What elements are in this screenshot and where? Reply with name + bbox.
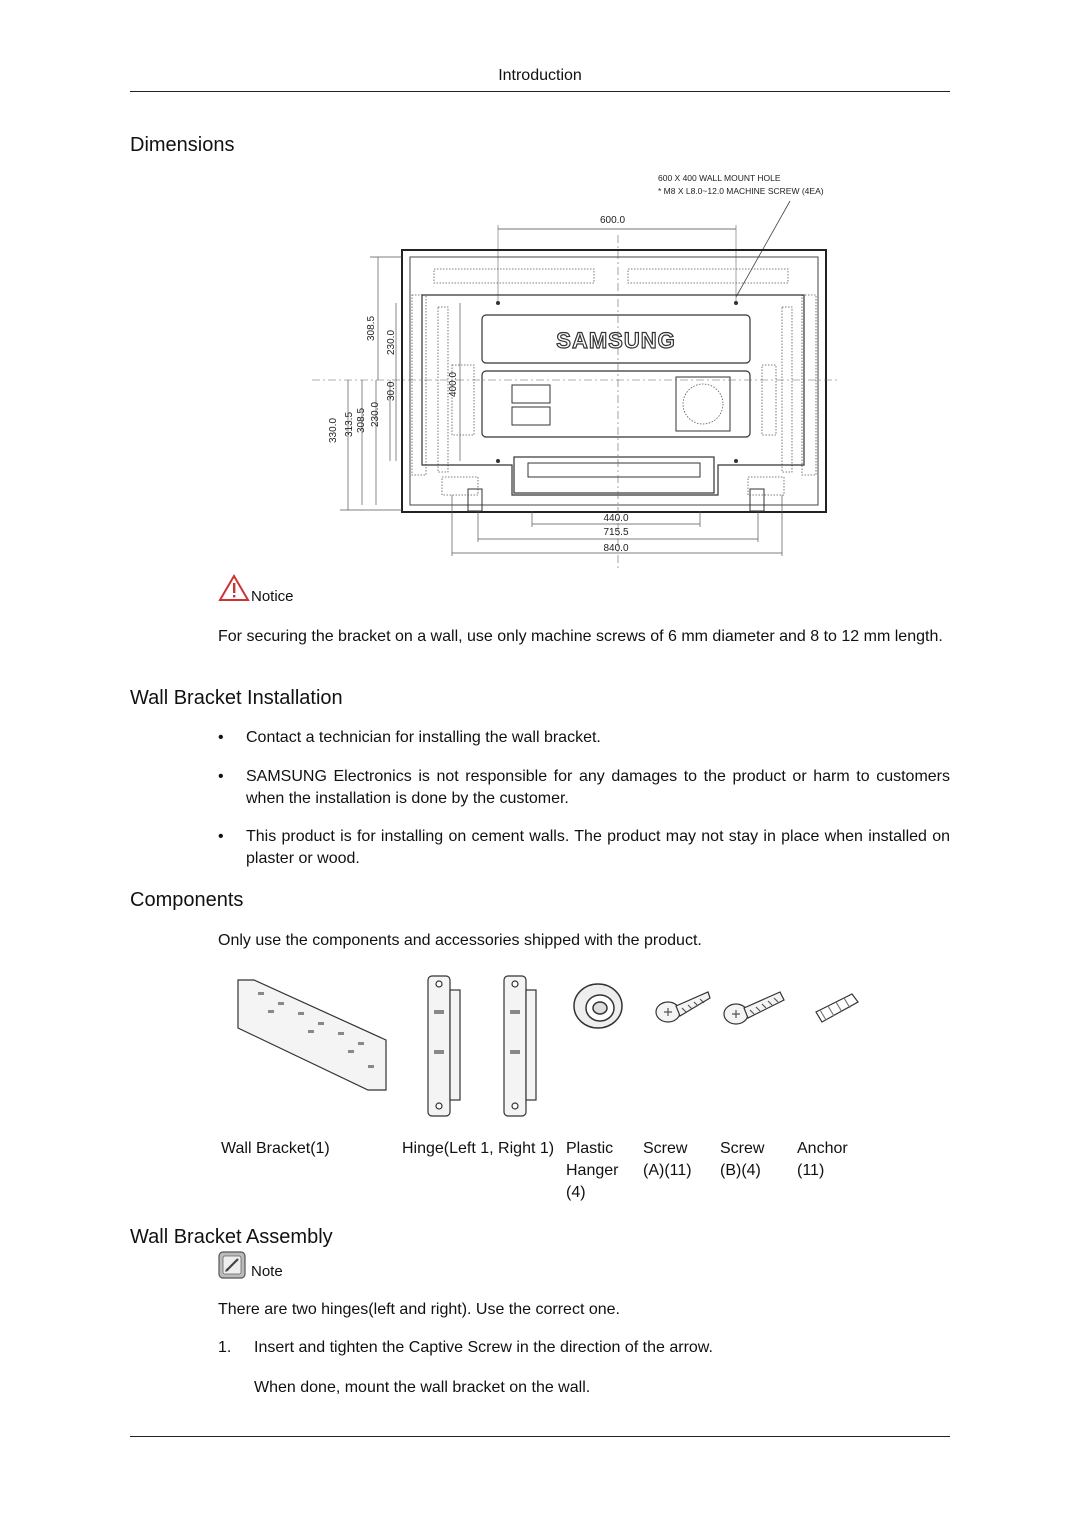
dim-230-top: 230.0 bbox=[386, 330, 397, 355]
component-label: Screw (A)(11) bbox=[643, 1140, 692, 1179]
notice-label: Notice bbox=[251, 588, 294, 605]
dim-313-5: 313.5 bbox=[344, 412, 355, 437]
bullet-glyph: • bbox=[218, 768, 224, 785]
dim-230-bottom: 230.0 bbox=[370, 402, 381, 427]
anchor-image bbox=[815, 993, 859, 1023]
mount-hole-label: 600 X 400 WALL MOUNT HOLE bbox=[658, 173, 781, 183]
dim-840: 840.0 bbox=[603, 543, 628, 554]
top-width-label: 600.0 bbox=[600, 215, 625, 226]
screw-a-image bbox=[655, 991, 711, 1023]
components-illustration bbox=[237, 975, 859, 1117]
bullet-glyph: • bbox=[218, 729, 224, 746]
wall-bracket-image bbox=[237, 979, 387, 1091]
bullet-text: SAMSUNG Electronics is not responsible f… bbox=[246, 768, 950, 807]
plastic-hanger-image bbox=[573, 983, 623, 1029]
dimensions-heading: Dimensions bbox=[130, 134, 235, 156]
samsung-logo: SAMSUNG bbox=[556, 328, 675, 353]
list-item: • This product is for installing on ceme… bbox=[218, 826, 950, 870]
notice-text: For securing the bracket on a wall, use … bbox=[218, 628, 943, 645]
list-item: • SAMSUNG Electronics is not responsible… bbox=[218, 766, 950, 810]
footer-divider bbox=[130, 1436, 950, 1437]
component-label: Anchor (11) bbox=[797, 1140, 848, 1179]
components-intro: Only use the components and accessories … bbox=[218, 932, 702, 949]
dim-308-5-top: 308.5 bbox=[366, 316, 377, 341]
assembly-heading: Wall Bracket Assembly bbox=[130, 1226, 333, 1248]
dim-715-5: 715.5 bbox=[603, 527, 628, 538]
component-label: Hinge(Left 1, Right 1) bbox=[402, 1140, 555, 1157]
header-divider bbox=[130, 91, 950, 92]
components-heading: Components bbox=[130, 889, 244, 911]
dim-400: 400.0 bbox=[448, 372, 459, 397]
tv-outline bbox=[401, 249, 827, 513]
list-item: • Contact a technician for installing th… bbox=[218, 727, 950, 749]
dim-308-5-bottom: 308.5 bbox=[356, 408, 367, 433]
component-label: Screw (B)(4) bbox=[720, 1140, 765, 1179]
connector-panel bbox=[481, 370, 751, 438]
warning-icon bbox=[218, 574, 250, 601]
step-number: 1. bbox=[218, 1339, 232, 1356]
component-label: Wall Bracket(1) bbox=[221, 1140, 330, 1157]
dim-440: 440.0 bbox=[603, 513, 628, 524]
vent-grids bbox=[411, 268, 817, 496]
note-icon bbox=[218, 1251, 246, 1279]
step-text: Insert and tighten the Captive Screw in … bbox=[254, 1339, 713, 1356]
step-followup-text: When done, mount the wall bracket on the… bbox=[254, 1379, 591, 1396]
mount-screw-label: * M8 X L8.0~12.0 MACHINE SCREW (4EA) bbox=[658, 186, 824, 196]
note-label: Note bbox=[251, 1263, 283, 1280]
dim-330: 330.0 bbox=[328, 418, 339, 443]
bullet-text: Contact a technician for installing the … bbox=[246, 729, 601, 746]
note-text: There are two hinges(left and right). Us… bbox=[218, 1301, 620, 1318]
screw-b-image bbox=[723, 991, 785, 1025]
component-label: Plastic Hanger (4) bbox=[566, 1140, 619, 1201]
hinge-left-image bbox=[427, 975, 461, 1117]
bullet-glyph: • bbox=[218, 828, 224, 845]
page-header-title: Introduction bbox=[498, 67, 582, 84]
bullet-text: This product is for installing on cement… bbox=[246, 828, 950, 867]
hinge-right-image bbox=[503, 975, 537, 1117]
mount-holes bbox=[496, 301, 738, 463]
dim-30: 30.0 bbox=[386, 381, 397, 401]
installation-heading: Wall Bracket Installation bbox=[130, 687, 343, 709]
dimensions-diagram: 600 X 400 WALL MOUNT HOLE * M8 X L8.0~12… bbox=[312, 173, 840, 570]
logo-panel bbox=[481, 314, 751, 364]
